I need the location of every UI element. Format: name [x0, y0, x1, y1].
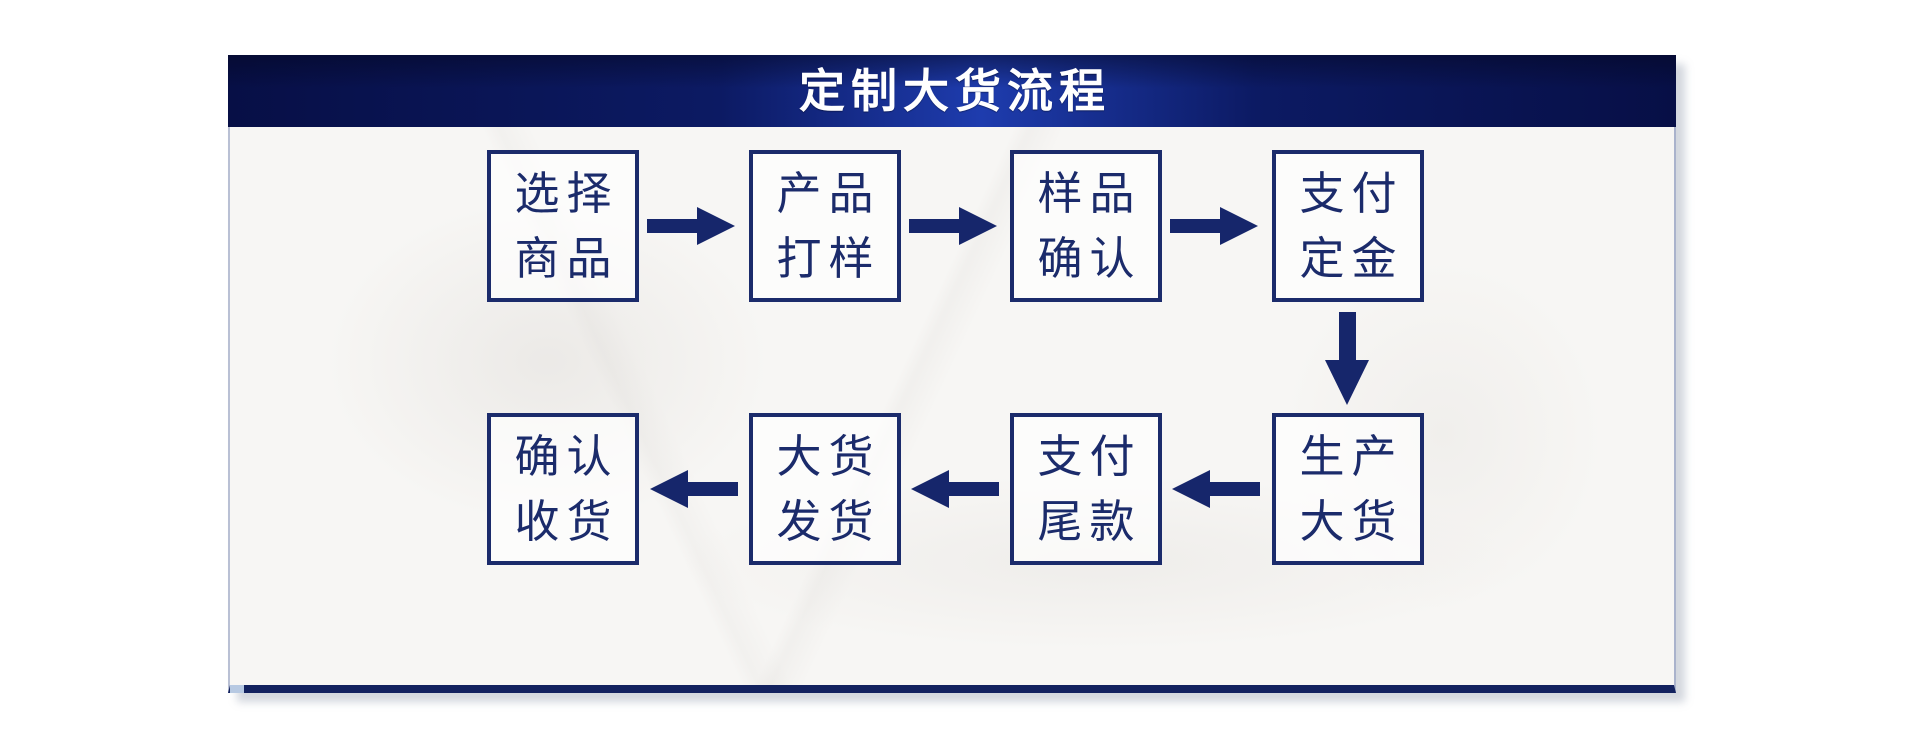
- arrow-shaft: [949, 482, 999, 496]
- flow-box-confirm-receipt: 确认 收货: [487, 413, 639, 565]
- flow-box-label: 尾款: [1037, 496, 1142, 547]
- flow-box-label: 样品: [1037, 168, 1142, 219]
- flow-box-label: 收货: [514, 496, 619, 547]
- corner-accent: [230, 685, 244, 693]
- flow-box-pay-balance: 支付 尾款: [1010, 413, 1162, 565]
- arrow-down-icon: [1325, 312, 1369, 405]
- arrow-head: [650, 470, 688, 508]
- flow-box-label: 产品: [776, 168, 881, 219]
- arrow-shaft: [909, 219, 959, 233]
- arrow-head: [697, 207, 735, 245]
- flow-box-label: 确认: [1037, 233, 1142, 284]
- arrow-head: [1172, 470, 1210, 508]
- arrow-head: [1325, 360, 1369, 405]
- arrow-head: [911, 470, 949, 508]
- flow-box-label: 支付: [1037, 431, 1142, 482]
- flow-box-pay-deposit: 支付 定金: [1272, 150, 1424, 302]
- flow-box-bulk-shipping: 大货 发货: [749, 413, 901, 565]
- flow-box-select-product: 选择 商品: [487, 150, 639, 302]
- flow-box-label: 打样: [776, 233, 881, 284]
- flowchart-header-bar: 定制大货流程: [228, 55, 1676, 127]
- arrow-right-icon: [647, 207, 735, 245]
- flow-box-sample-confirm: 样品 确认: [1010, 150, 1162, 302]
- flow-box-label: 大货: [1299, 496, 1404, 547]
- arrow-shaft: [688, 482, 738, 496]
- arrow-left-icon: [650, 470, 738, 508]
- flow-box-product-sampling: 产品 打样: [749, 150, 901, 302]
- flow-box-label: 定金: [1299, 233, 1404, 284]
- flow-box-label: 确认: [514, 431, 619, 482]
- arrow-shaft: [1210, 482, 1260, 496]
- flow-box-label: 生产: [1299, 431, 1404, 482]
- arrow-left-icon: [1172, 470, 1260, 508]
- flow-box-label: 发货: [776, 496, 881, 547]
- flow-box-label: 选择: [514, 168, 619, 219]
- arrow-shaft: [647, 219, 697, 233]
- arrow-right-icon: [909, 207, 997, 245]
- arrow-right-icon: [1170, 207, 1258, 245]
- flow-box-label: 大货: [776, 431, 881, 482]
- arrow-shaft: [1170, 219, 1220, 233]
- arrow-left-icon: [911, 470, 999, 508]
- arrow-head: [959, 207, 997, 245]
- flow-box-label: 支付: [1299, 168, 1404, 219]
- flowchart-title: 定制大货流程: [799, 65, 1111, 117]
- flow-box-label: 商品: [514, 233, 619, 284]
- flowchart-panel: 定制大货流程 选择 商品 产品 打样 样品 确认 支付 定金 生产 大货 支付: [228, 55, 1676, 693]
- arrow-shaft: [1338, 312, 1356, 360]
- arrow-head: [1220, 207, 1258, 245]
- flow-box-bulk-production: 生产 大货: [1272, 413, 1424, 565]
